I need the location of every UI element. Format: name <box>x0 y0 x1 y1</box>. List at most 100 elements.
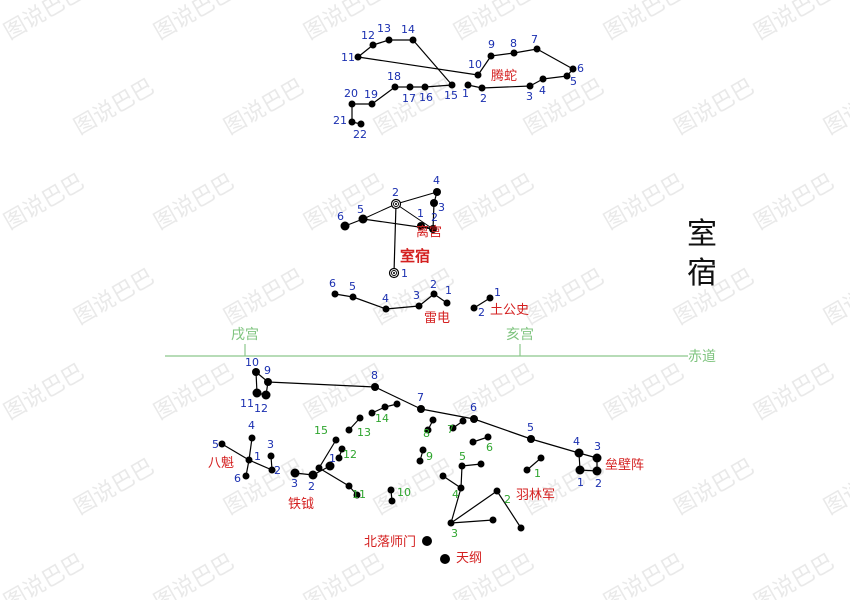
tengshe-line-7 <box>490 52 515 57</box>
watermark-text-21: 图说巴巴 <box>520 265 609 331</box>
yulinjun-star-22 <box>459 417 467 425</box>
tengshe-star-19 <box>368 100 376 108</box>
yulinjun-star-number-14: 14 <box>375 412 389 425</box>
fuyue-star-1 <box>290 468 300 478</box>
tengshe-star-2 <box>478 84 486 92</box>
yulinjun-star-30 <box>393 400 401 408</box>
tengshe-star-12 <box>369 41 377 49</box>
bakui-star-4 <box>248 434 256 442</box>
leibizhen-star-3 <box>592 453 602 463</box>
yulinjun-star-13 <box>345 426 353 434</box>
name-bakui: 八魁 <box>208 455 234 471</box>
shisu-star-ring-1 <box>391 270 397 276</box>
shisu-star-ring-2 <box>393 201 399 207</box>
tengshe-star-number-3: 3 <box>526 90 533 103</box>
tugongshi-star-number-1: 1 <box>494 286 501 299</box>
bakui-line-3 <box>221 443 250 461</box>
tengshe-star-number-9: 9 <box>488 38 495 51</box>
bakui-star-number-3: 3 <box>267 438 274 451</box>
tengshe-star-14 <box>409 36 417 44</box>
tengshe-star-5 <box>563 72 571 80</box>
leibizhen-star-number-4: 4 <box>573 435 580 448</box>
bakui-star-5 <box>218 440 226 448</box>
fuyue-star-2 <box>308 470 318 480</box>
fuyue-star-number-3: 3 <box>291 477 298 490</box>
name-tiangang: 天纲 <box>456 551 482 566</box>
leibizhen-star-9 <box>264 378 272 386</box>
yulinjun-star-18 <box>489 516 497 524</box>
tengshe-star-16 <box>421 83 429 91</box>
watermark-text-28: 图说巴巴 <box>600 360 689 426</box>
ligong-hub-line-0 <box>395 203 434 230</box>
yulinjun-star-25 <box>388 497 396 505</box>
yulinjun-star-23 <box>429 416 437 424</box>
yulinjun-star-number-10: 10 <box>397 486 411 499</box>
watermark-text-19: 图说巴巴 <box>220 265 309 331</box>
yulinjun-star-number-15: 15 <box>314 424 328 437</box>
yulinjun-line-19 <box>318 439 337 469</box>
tengshe-line-8 <box>477 55 492 76</box>
yulinjun-star-number-6: 6 <box>486 441 493 454</box>
yulinjun-star-20 <box>439 472 447 480</box>
ligong-star-2 <box>429 225 437 233</box>
equator-label: 赤道 <box>688 349 716 365</box>
yulinjun-star-29 <box>381 403 389 411</box>
leibizhen-line-4 <box>530 438 580 454</box>
watermark-text-1: 图说巴巴 <box>150 0 239 45</box>
shisu-star-number-2: 2 <box>392 186 399 199</box>
yulinjun-star-number-4: 4 <box>452 488 459 501</box>
tengshe-star-number-11: 11 <box>341 51 355 64</box>
tengshe-star-number-22: 22 <box>353 128 367 141</box>
leibizhen-star-1 <box>575 465 585 475</box>
yulinjun-star-number-5: 5 <box>459 450 466 463</box>
tengshe-line-1 <box>481 85 531 89</box>
yulinjun-star-28 <box>356 414 364 422</box>
name-tugongshi: 土公史 <box>490 303 529 318</box>
watermark-text-0: 图说巴巴 <box>0 0 89 45</box>
watermark-text-36: 图说巴巴 <box>0 550 89 600</box>
yulinjun-star-17 <box>517 524 525 532</box>
ligong-star-number-4: 4 <box>433 174 440 187</box>
watermark-text-13: 图说巴巴 <box>150 170 239 236</box>
ligong-line-1 <box>432 202 435 230</box>
watermark-text-11: 图说巴巴 <box>820 75 850 141</box>
tengshe-star-number-7: 7 <box>531 33 538 46</box>
leibizhen-star-8 <box>371 383 379 391</box>
watermark-text-18: 图说巴巴 <box>70 265 159 331</box>
watermark-text-8: 图说巴巴 <box>370 75 459 141</box>
leibizhen-star-number-5: 5 <box>527 421 534 434</box>
tengshe-star-18 <box>391 83 399 91</box>
leibizhen-star-number-1: 1 <box>577 476 584 489</box>
leidian-star-number-6: 6 <box>329 277 336 290</box>
tengshe-line-17 <box>371 86 396 105</box>
leidian-star-5 <box>430 290 438 298</box>
yulinjun-star-number-3: 3 <box>451 527 458 540</box>
leidian-star-number-3: 3 <box>413 289 420 302</box>
watermark-text-2: 图说巴巴 <box>300 0 389 45</box>
leibizhen-star-5 <box>527 435 535 443</box>
name-shisu: 室宿 <box>400 247 430 265</box>
tengshe-star-6 <box>569 65 577 73</box>
bakui-star-6 <box>242 472 250 480</box>
leibizhen-star-11 <box>252 388 262 398</box>
bakui-line-0 <box>248 459 273 471</box>
leidian-star-number-1: 1 <box>445 284 452 297</box>
name-tengshe: 腾蛇 <box>491 68 517 84</box>
leibizhen-star-number-11: 11 <box>240 397 254 410</box>
leibizhen-star-number-2: 2 <box>595 477 602 490</box>
watermark-text-4: 图说巴巴 <box>600 0 689 45</box>
tengshe-star-22 <box>357 120 365 128</box>
leibizhen-star-number-10: 10 <box>245 356 259 369</box>
yulinjun-line-14 <box>318 467 350 487</box>
tengshe-line-13 <box>412 39 453 86</box>
palace-label-xu: 戌宫 <box>231 327 259 343</box>
yulinjun-line-6 <box>460 465 463 489</box>
tengshe-star-3 <box>526 82 534 90</box>
leibizhen-star-number-8: 8 <box>371 369 378 382</box>
tengshe-star-4 <box>539 75 547 83</box>
tengshe-star-11 <box>354 53 362 61</box>
bakui-star-number-6: 6 <box>234 472 241 485</box>
yulinjun-star-8 <box>424 426 432 434</box>
watermark-text-38: 图说巴巴 <box>300 550 389 600</box>
watermark-text-24: 图说巴巴 <box>0 360 89 426</box>
